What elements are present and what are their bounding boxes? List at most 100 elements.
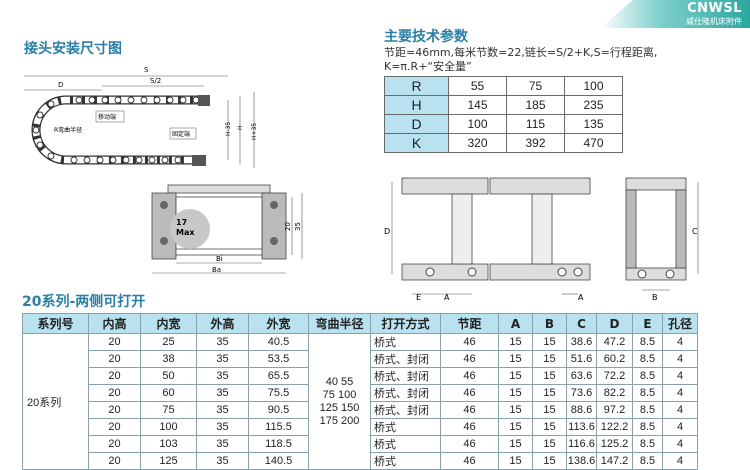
bend-radius-line: 75 100 xyxy=(322,388,357,401)
spec-cell: 113.6 xyxy=(566,418,597,436)
formula-line-1: 节距=46mm,每米节数=22,链长=S/2+K,S=行程距离, xyxy=(384,46,658,59)
params-key: K xyxy=(384,133,449,153)
spec-cell: 4 xyxy=(662,384,698,402)
spec-cell: 46 xyxy=(440,350,499,368)
spec-cell: 桥式 xyxy=(370,435,441,453)
chain-pin xyxy=(36,141,44,149)
spec-header-cell: E xyxy=(632,313,663,334)
chain-pin xyxy=(166,96,174,104)
params-key: R xyxy=(384,76,449,96)
params-value: 392 xyxy=(506,133,565,153)
spec-cell: 125 xyxy=(140,452,197,470)
moving-end-label: 移动端 xyxy=(98,113,116,121)
spec-header-cell: 外宽 xyxy=(248,313,309,334)
spec-cell: 46 xyxy=(440,401,499,419)
spec-cell: 4 xyxy=(662,418,698,436)
spec-cell: 90.5 xyxy=(248,401,309,419)
fixed-end-bracket xyxy=(192,155,206,166)
params-value: 145 xyxy=(448,95,507,115)
spec-cell: 147.2 xyxy=(596,452,633,470)
spec-cell: 15 xyxy=(532,367,567,385)
dim-s-label: S xyxy=(144,66,149,74)
chain-pin xyxy=(153,96,161,104)
chain-pin xyxy=(122,156,130,164)
bend-radius-line: 175 200 xyxy=(319,414,360,427)
spec-cell: 38.6 xyxy=(566,333,597,351)
dim-h-label: H xyxy=(237,125,244,130)
spec-cell: 桥式、封闭 xyxy=(370,384,441,402)
spec-cell: 35 xyxy=(196,401,249,419)
spec-cell: 75 xyxy=(140,401,197,419)
chain-pin xyxy=(83,156,91,164)
spec-cell: 97.2 xyxy=(596,401,633,419)
spec-header-cell: 内高 xyxy=(88,313,141,334)
spec-cell: 桥式 xyxy=(370,418,441,436)
spec-cell: 60.2 xyxy=(596,350,633,368)
params-value: 470 xyxy=(564,133,623,153)
dim-e-label: E xyxy=(416,293,421,302)
spec-cell: 116.6 xyxy=(566,435,597,453)
formula-line-2: K=π.R+“安全量” xyxy=(384,60,472,73)
spec-cell: 35 xyxy=(196,418,249,436)
spec-cell: 60 xyxy=(140,384,197,402)
spec-cell: 115.5 xyxy=(248,418,309,436)
chain-pin xyxy=(88,96,96,104)
chain-pin xyxy=(135,156,143,164)
chain-pin xyxy=(174,156,182,164)
bend-radius-line: 125 150 xyxy=(319,401,360,414)
spec-cell: 4 xyxy=(662,452,698,470)
chain-pin xyxy=(140,96,148,104)
spec-cell: 46 xyxy=(440,418,499,436)
dim-s-half-label: S/2 xyxy=(150,77,161,85)
dim-a2-label: A xyxy=(578,293,584,302)
spec-cell: 20 xyxy=(88,367,141,385)
chain-pin xyxy=(32,126,40,134)
spec-cell: 122.2 xyxy=(596,418,633,436)
formula-text: 节距=46mm,每米节数=22,链长=S/2+K,S=行程距离, K=π.R+“… xyxy=(384,46,684,74)
spec-cell: 15 xyxy=(498,452,533,470)
spec-cell: 桥式、封闭 xyxy=(370,367,441,385)
dim-b-label: B xyxy=(652,293,658,302)
spec-cell: 15 xyxy=(532,350,567,368)
spec-cell: 8.5 xyxy=(632,401,663,419)
dim-c-label: C xyxy=(692,227,698,236)
bracket-diagram: D C E A A B xyxy=(384,177,699,302)
chain-pin xyxy=(148,156,156,164)
params-value: 235 xyxy=(564,95,623,115)
cross-section-diagram: 17 Max 20 35 Bi Ba xyxy=(151,184,303,274)
spec-cell: 63.6 xyxy=(566,367,597,385)
spec-cell: 桥式、封闭 xyxy=(370,350,441,368)
params-value: 55 xyxy=(448,76,507,96)
spec-cell: 15 xyxy=(532,401,567,419)
series-label: 20系列 xyxy=(22,333,89,470)
dim-h35-label: H-35 xyxy=(225,122,232,136)
spec-cell: 88.6 xyxy=(566,401,597,419)
dim-d2-label: D xyxy=(384,227,390,236)
spec-cell: 20 xyxy=(88,418,141,436)
max-badge xyxy=(170,209,210,249)
spec-header-cell: 节距 xyxy=(440,313,499,334)
params-value: 100 xyxy=(564,76,623,96)
dim-20-label: 20 xyxy=(284,222,292,231)
params-value: 100 xyxy=(448,114,507,134)
spec-header-cell: 打开方式 xyxy=(370,313,441,334)
chain-pin xyxy=(109,156,117,164)
spec-cell: 35 xyxy=(196,384,249,402)
spec-cell: 140.5 xyxy=(248,452,309,470)
chain-pin xyxy=(36,111,44,119)
dim-ba-label: Ba xyxy=(212,266,221,274)
spec-cell: 125.2 xyxy=(596,435,633,453)
params-value: 135 xyxy=(564,114,623,134)
chain-pin xyxy=(161,156,169,164)
spec-cell: 100 xyxy=(140,418,197,436)
spec-header-cell: 孔径 xyxy=(662,313,698,334)
chain-side-diagram: S S/2 D 移动端 固定端 R弯曲半径 H-35 H H+35 xyxy=(24,66,258,168)
